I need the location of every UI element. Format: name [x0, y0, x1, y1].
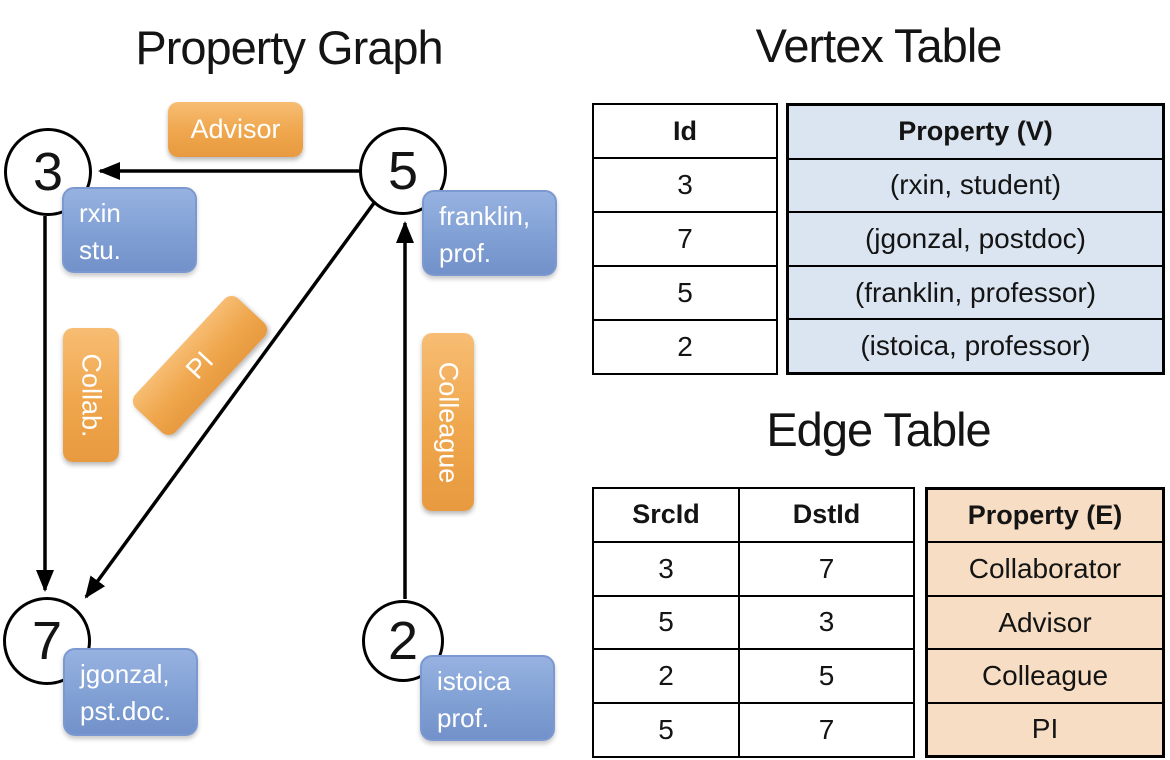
edge-label-collab: Collab. [63, 328, 119, 462]
table-cell: (franklin, professor) [789, 264, 1162, 319]
table-cell: 3 [594, 157, 776, 211]
table-cell: 5 [594, 596, 740, 649]
vertex-property-box-2: istoica prof. [420, 655, 555, 741]
vertex-node-2-id: 2 [387, 611, 419, 671]
vertex-node-5-id: 5 [387, 141, 419, 201]
vertex-property-box-3-line2: stu. [79, 234, 121, 265]
table-cell: 5 [818, 660, 835, 692]
table-cell: 5 [594, 704, 740, 756]
edge-table-title: Edge Table [766, 403, 991, 456]
vertex-property-box-5: franklin, prof. [422, 190, 557, 276]
table-row: 3 7 [594, 540, 913, 595]
table-cell: Advisor [928, 594, 1162, 648]
table-cell: 2 [594, 319, 776, 373]
vertex-property-box-7-line2: pst.doc. [80, 695, 172, 726]
vertex-table-id-column: Id 3 7 5 2 [592, 103, 778, 375]
table-cell: 7 [594, 211, 776, 265]
vertex-property-box-3-line1: rxin [79, 198, 121, 228]
table-cell: PI [928, 701, 1162, 755]
vertex-node-3-id: 3 [32, 142, 64, 202]
edge-label-collab-text: Collab. [76, 352, 107, 438]
edge-table-id-columns: SrcId DstId 3 7 5 3 2 5 5 7 [592, 487, 915, 758]
table-cell: 5 [594, 265, 776, 319]
table-cell: (rxin, student) [789, 157, 1162, 212]
edge-table-header-property: Property (E) [967, 500, 1123, 531]
vertex-property-box-7: jgonzal, pst.doc. [63, 648, 198, 736]
edge-label-advisor-text: Advisor [190, 114, 281, 144]
edge-table-header-dstid: DstId [792, 499, 861, 530]
table-cell: 3 [594, 542, 740, 595]
edge-label-colleague-text: Colleague [433, 361, 464, 483]
table-header-row: SrcId DstId [594, 489, 913, 541]
table-cell: Collaborator [928, 541, 1162, 594]
vertex-property-box-7-line1: jgonzal, [80, 659, 170, 689]
vertex-property-box-2-line2: prof. [437, 702, 490, 733]
vertex-table-header-id: Id [673, 115, 697, 146]
vertex-table-header-property: Property (V) [898, 116, 1053, 147]
table-row: 2 5 [594, 648, 913, 703]
edge-table-header-srcid: SrcId [594, 489, 740, 541]
vertex-table-property-column: Property (V) (rxin, student) (jgonzal, p… [786, 103, 1165, 375]
graph-edges-canvas [36, 162, 414, 599]
vertex-node-2: 2 [362, 600, 444, 682]
property-graph-title: Property Graph [135, 21, 443, 74]
table-row: 5 7 [594, 702, 913, 756]
vertex-property-box-3: rxin stu. [62, 187, 197, 273]
table-cell: 3 [818, 606, 835, 638]
vertex-property-box-5-line2: prof. [439, 237, 492, 268]
edge-pi-5-to-7 [84, 201, 376, 599]
table-row: 5 3 [594, 594, 913, 649]
vertex-node-5: 5 [359, 127, 447, 215]
table-cell: Colleague [928, 648, 1162, 701]
vertex-property-box-2-line1: istoica [437, 666, 511, 696]
edge-label-pi-text: PI [179, 345, 220, 385]
edge-label-advisor: Advisor [168, 102, 303, 157]
table-cell: 2 [594, 650, 740, 703]
vertex-property-box-5-line1: franklin, [439, 201, 531, 231]
edge-table-property-column: Property (E) Collaborator Advisor Collea… [925, 487, 1165, 758]
vertex-node-7-id: 7 [31, 611, 63, 671]
table-cell: 7 [818, 714, 835, 746]
table-cell: 7 [818, 552, 835, 584]
vertex-table-title: Vertex Table [755, 19, 1003, 72]
edge-label-colleague: Colleague [422, 333, 474, 511]
table-cell: (jgonzal, postdoc) [789, 211, 1162, 265]
table-cell: (istoica, professor) [789, 318, 1162, 372]
